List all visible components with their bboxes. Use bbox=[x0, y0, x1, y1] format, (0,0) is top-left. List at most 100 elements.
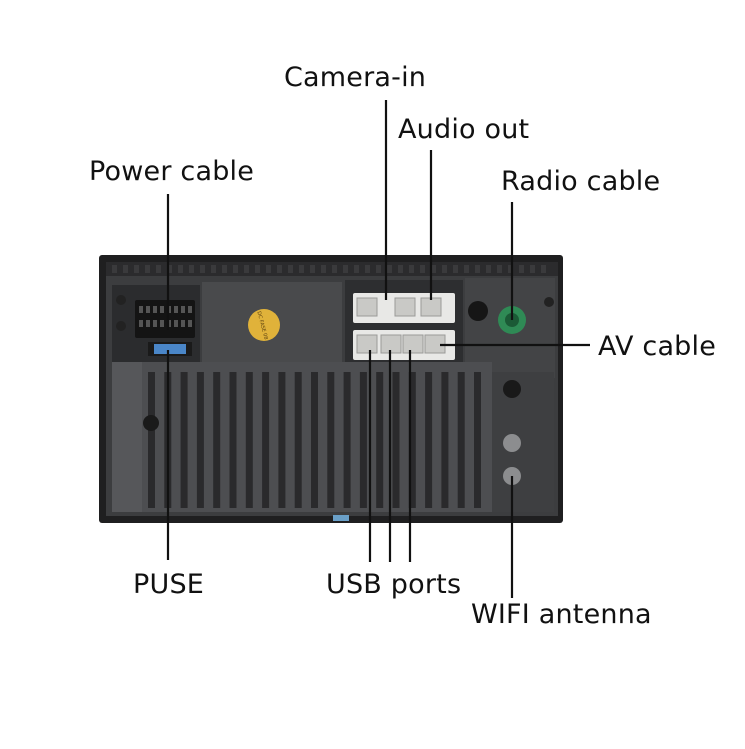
heatsink-fin bbox=[278, 372, 286, 508]
heatsink-fin bbox=[148, 372, 155, 508]
ridge-mark bbox=[145, 265, 150, 273]
ridge-mark bbox=[409, 265, 414, 273]
antenna-jack-icon bbox=[503, 380, 521, 398]
connector-pin bbox=[160, 306, 164, 313]
power-connector bbox=[135, 300, 195, 338]
connector-pin bbox=[139, 320, 143, 327]
ridge-mark bbox=[189, 265, 194, 273]
antenna-jack-icon bbox=[503, 434, 521, 452]
ridge-mark bbox=[354, 265, 359, 273]
fuse bbox=[154, 344, 186, 354]
ridge-mark bbox=[266, 265, 271, 273]
screw-icon bbox=[143, 415, 159, 431]
ridge-mark bbox=[387, 265, 392, 273]
connector-slot bbox=[402, 334, 424, 354]
connector-pin bbox=[188, 306, 192, 313]
connector-pin bbox=[181, 320, 185, 327]
label-usb-ports: USB ports bbox=[326, 569, 462, 600]
ridge-mark bbox=[541, 265, 546, 273]
heatsink-fin bbox=[343, 372, 351, 508]
heatsink-fin bbox=[425, 372, 433, 508]
connector-slot bbox=[420, 297, 442, 317]
ridge-mark bbox=[288, 265, 293, 273]
ridge-mark bbox=[211, 265, 216, 273]
ridge-mark bbox=[244, 265, 249, 273]
ridge-mark bbox=[464, 265, 469, 273]
ridge-mark bbox=[255, 265, 260, 273]
connector-pin bbox=[139, 306, 143, 313]
ridge-mark bbox=[376, 265, 381, 273]
heatsink-fin bbox=[213, 372, 221, 508]
label-radio-cable: Radio cable bbox=[501, 166, 661, 197]
ridge-mark bbox=[475, 265, 480, 273]
left-bracket bbox=[112, 362, 142, 512]
bottom-tab bbox=[333, 515, 349, 521]
heatsink-fin bbox=[392, 372, 400, 508]
connector-pin bbox=[146, 320, 150, 327]
heatsink-fin bbox=[359, 372, 367, 508]
connector-slot bbox=[356, 297, 378, 317]
heatsink-fin bbox=[180, 372, 188, 508]
label-av-cable: AV cable bbox=[598, 331, 717, 362]
ridge-mark bbox=[299, 265, 304, 273]
screw-icon bbox=[116, 321, 126, 331]
connector-pin bbox=[153, 306, 157, 313]
label-wifi-antenna: WIFI antenna bbox=[471, 599, 652, 630]
ridge-mark bbox=[508, 265, 513, 273]
heatsink-fin bbox=[294, 372, 302, 508]
ridge-mark bbox=[519, 265, 524, 273]
heatsink-fin bbox=[311, 372, 318, 508]
screw-icon bbox=[544, 297, 554, 307]
callout-lines bbox=[166, 100, 590, 598]
ridge-mark bbox=[134, 265, 139, 273]
label-camera-in: Camera-in bbox=[284, 62, 427, 93]
ridge-mark bbox=[431, 265, 436, 273]
ridge-mark bbox=[123, 265, 128, 273]
fuse-sticker bbox=[248, 309, 280, 341]
ridge-mark bbox=[343, 265, 348, 273]
ridge-mark bbox=[321, 265, 326, 273]
ridge-mark bbox=[112, 265, 117, 273]
ridge-mark bbox=[178, 265, 183, 273]
heatsink-fins bbox=[148, 372, 481, 508]
ridge-mark bbox=[156, 265, 161, 273]
heatsink-fin bbox=[474, 372, 481, 508]
connector-pin bbox=[160, 320, 164, 327]
heatsink-fin bbox=[327, 372, 335, 508]
connector-slot bbox=[356, 334, 378, 354]
heatsink-fin bbox=[408, 372, 416, 508]
label-audio-out: Audio out bbox=[398, 114, 530, 145]
heatsink-fin bbox=[196, 372, 204, 508]
ridge-mark bbox=[200, 265, 205, 273]
ridge-mark bbox=[453, 265, 458, 273]
ridge-mark bbox=[167, 265, 172, 273]
ridge-mark bbox=[486, 265, 491, 273]
connector-slots bbox=[356, 297, 446, 354]
top-ridge-marks bbox=[112, 265, 546, 273]
heatsink-fin bbox=[262, 372, 270, 508]
label-power-cable: Power cable bbox=[89, 156, 255, 187]
ridge-mark bbox=[310, 265, 315, 273]
screw-icon bbox=[116, 295, 126, 305]
antenna-panel bbox=[492, 372, 554, 512]
ridge-mark bbox=[530, 265, 535, 273]
ridge-mark bbox=[222, 265, 227, 273]
ridge-mark bbox=[277, 265, 282, 273]
connector-pin bbox=[174, 320, 178, 327]
connector-pin bbox=[153, 320, 157, 327]
heatsink-fin bbox=[245, 372, 253, 508]
ridge-mark bbox=[497, 265, 502, 273]
ridge-mark bbox=[332, 265, 337, 273]
ridge-mark bbox=[233, 265, 238, 273]
connector-pin bbox=[174, 306, 178, 313]
connector-pin bbox=[146, 306, 150, 313]
connector-slot bbox=[394, 297, 416, 317]
heatsink-fin bbox=[376, 372, 384, 508]
ridge-mark bbox=[398, 265, 403, 273]
heatsink-fin bbox=[457, 372, 465, 508]
connector-pin bbox=[188, 320, 192, 327]
ridge-mark bbox=[420, 265, 425, 273]
dc-jack bbox=[468, 301, 488, 321]
